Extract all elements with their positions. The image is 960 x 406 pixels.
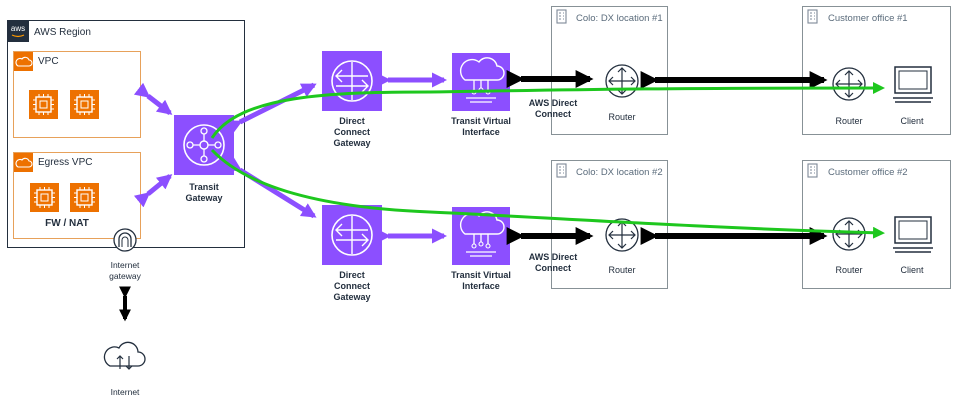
colo-2-router-label: Router — [608, 265, 635, 275]
router-icon — [605, 64, 639, 98]
tvi2-label-line1: Transit Virtual — [451, 270, 511, 280]
vpc-icon — [14, 153, 33, 172]
aws-region-label: AWS Region — [34, 27, 91, 38]
internet-gateway-icon — [113, 228, 137, 252]
office-2-router-label: Router — [835, 265, 862, 275]
dxgw2-label-line2: Connect — [334, 281, 370, 291]
egress-vpc-group: Egress VPC FW / NAT — [13, 152, 141, 239]
fw-nat-label: FW / NAT — [45, 218, 89, 229]
building-icon — [552, 7, 571, 26]
tvi2-label-line2: Interface — [462, 281, 500, 291]
traffic-path-office-2 — [210, 148, 885, 239]
colo-1-label: Colo: DX location #1 — [576, 13, 663, 24]
internet-label: Internet — [111, 387, 140, 397]
office-1-label: Customer office #1 — [828, 13, 908, 24]
transit-virtual-interface-icon — [452, 53, 510, 111]
office-1-client-label: Client — [900, 116, 924, 126]
internet-cloud-icon — [103, 341, 146, 370]
building-icon — [552, 161, 571, 180]
dxgw2-label-line1: Direct — [339, 270, 365, 280]
ec2-instance-icon — [29, 90, 58, 119]
dxgw2-label-line3: Gateway — [333, 292, 370, 302]
ec2-instance-icon — [70, 183, 99, 212]
aws-dx-1-label-line2: Connect — [535, 109, 571, 119]
aws-dx-2-label-line2: Connect — [535, 263, 571, 273]
dxgw1-label-line3: Gateway — [333, 138, 370, 148]
green-traffic-paths — [210, 82, 885, 239]
office-1-router-label: Router — [835, 116, 862, 126]
building-icon — [803, 7, 822, 26]
client-computer-icon — [893, 66, 933, 103]
egress-vpc-label: Egress VPC — [38, 157, 92, 168]
router-icon — [832, 67, 866, 101]
ec2-instance-icon — [30, 183, 59, 212]
vpc-group: VPC — [13, 51, 141, 138]
ec2-instance-icon — [70, 90, 99, 119]
office-2-client-label: Client — [900, 265, 924, 275]
client-computer-icon — [893, 216, 933, 253]
office-2-label: Customer office #2 — [828, 167, 908, 178]
router-icon — [832, 217, 866, 251]
aws-logo-icon: aws — [7, 20, 29, 42]
igw-label-line1: Internet — [111, 260, 140, 270]
aws-dx-1-label-line1: AWS Direct — [529, 98, 578, 108]
direct-connect-gateway-icon — [322, 205, 382, 265]
traffic-path-office-1 — [210, 82, 885, 139]
tgw-label-line2: Gateway — [185, 193, 222, 203]
building-icon — [803, 161, 822, 180]
vpc-tgw-connection — [133, 82, 173, 115]
dxgw1-label-line1: Direct — [339, 116, 365, 126]
svg-text:aws: aws — [11, 24, 25, 33]
aws-dx-2-label-line1: AWS Direct — [529, 252, 578, 262]
tvi1-label-line1: Transit Virtual — [451, 116, 511, 126]
customer-office-2-group: Customer office #2 Router Client — [802, 160, 951, 289]
colo-2-label: Colo: DX location #2 — [576, 167, 663, 178]
vpc-icon — [14, 52, 33, 71]
egress-vpc-tgw-connection — [133, 174, 173, 208]
tvi1-label-line2: Interface — [462, 127, 500, 137]
black-connections — [506, 70, 828, 245]
colo-1-router-label: Router — [608, 112, 635, 122]
vpc-label: VPC — [38, 56, 59, 67]
igw-label-line2: gateway — [109, 271, 141, 281]
tgw-label-line1: Transit — [189, 182, 219, 192]
dxgw1-label-line2: Connect — [334, 127, 370, 137]
direct-connect-gateway-icon — [322, 51, 382, 111]
customer-office-1-group: Customer office #1 Router Client — [802, 6, 951, 135]
